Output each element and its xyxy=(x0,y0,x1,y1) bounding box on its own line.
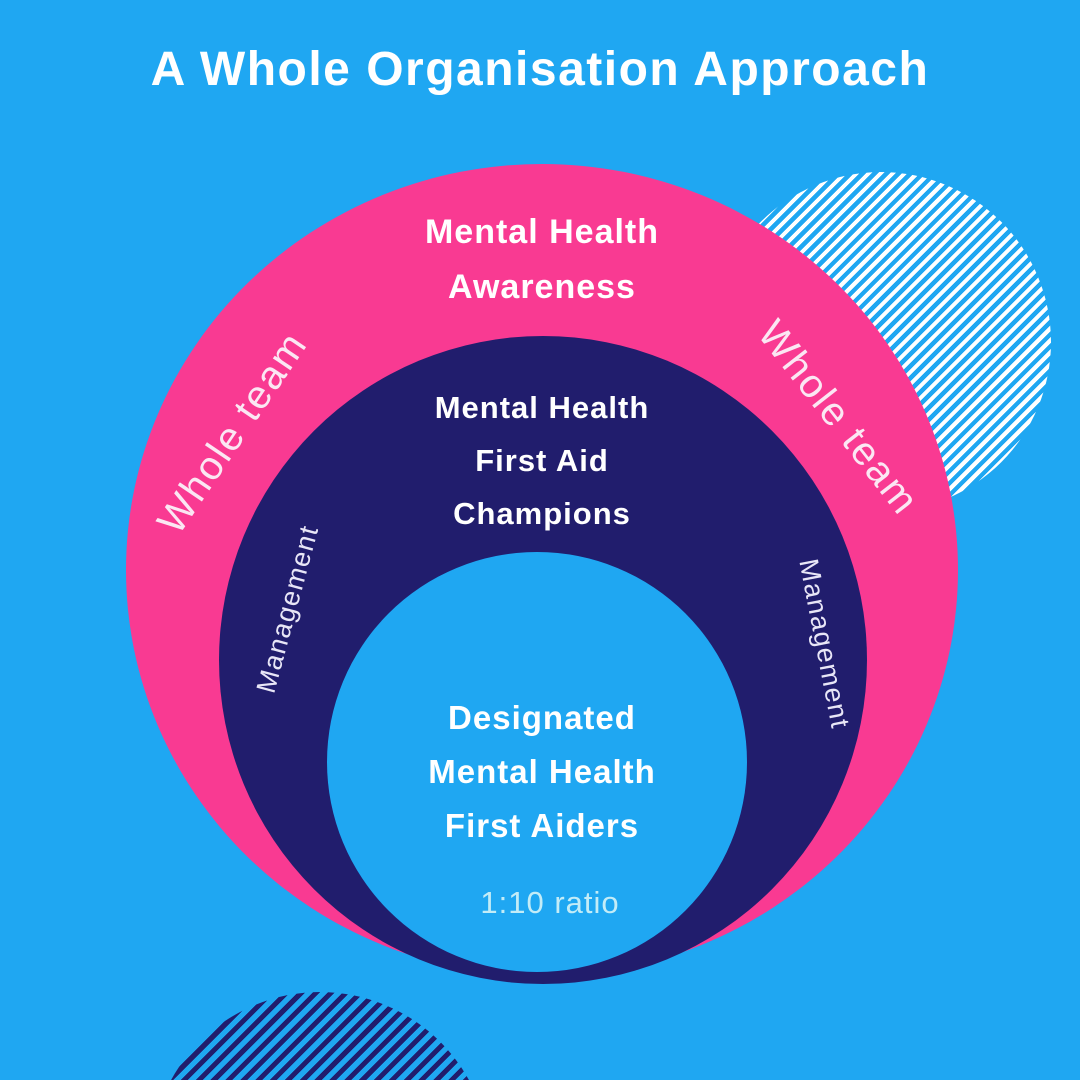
middle-ring-label-line-3: Champions xyxy=(453,496,631,531)
inner-circle-label-line-2: Mental Health xyxy=(428,753,656,790)
page-title: A Whole Organisation Approach xyxy=(150,43,930,96)
outer-ring-label: Mental Health Awareness xyxy=(425,205,659,315)
inner-circle-label: Designated Mental Health First Aiders xyxy=(428,691,656,853)
middle-ring-label-line-2: First Aid xyxy=(475,443,609,478)
ratio-label: 1:10 ratio xyxy=(480,885,620,920)
inner-circle-designated-first-aiders xyxy=(327,552,747,972)
outer-ring-label-line-1: Mental Health xyxy=(424,213,660,251)
inner-circle-label-line-3: First Aiders xyxy=(444,807,640,844)
middle-ring-label-line-1: Mental Health xyxy=(434,390,650,425)
striped-circle-bottom-left xyxy=(150,992,490,1080)
inner-circle-label-line-1: Designated xyxy=(448,699,636,736)
middle-ring-label: Mental Health First Aid Champions xyxy=(435,381,650,540)
outer-ring-label-line-2: Awareness xyxy=(448,268,636,306)
